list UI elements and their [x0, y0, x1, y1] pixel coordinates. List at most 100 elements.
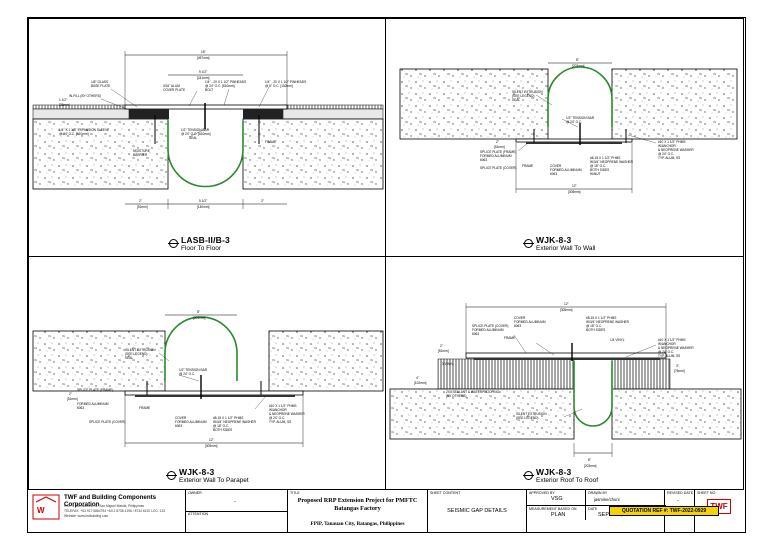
detail-panel-floor-to-floor: 18" [457mm] 9 1/2" [241mm] 2" [51mm] 5 1… — [28, 18, 386, 257]
note-text: W/3/4" NEOPRENE WASHER — [586, 320, 630, 324]
note-text: FORMED ALUMINUM — [514, 320, 546, 324]
note-text: 6063 — [77, 406, 84, 410]
note-text: 1/2" TENSION BAR — [566, 116, 595, 120]
approved-label: APPROVED BY — [529, 491, 555, 495]
note-text: (SEE LEGEND) — [512, 94, 535, 98]
sheet-content-value: SEISMIC GAP DETAILS — [447, 508, 507, 514]
note-text: COVER — [175, 416, 187, 420]
dim-text: 2" — [69, 392, 72, 396]
note-text: FORMED ALUMINUM — [77, 402, 109, 406]
note-text: (BY OTHERS) — [446, 394, 467, 398]
note-text: @ 24" O.C. — [566, 120, 582, 124]
note-text: FRAME — [522, 164, 533, 168]
note-text: COVER PLATE — [163, 88, 185, 92]
note-text: 1/8" GLASS — [91, 80, 108, 84]
note-text: 1/2" TENSION BAR — [179, 368, 208, 372]
detail-panel-wall-to-parapet: 8" [203mm] 2" [51mm] 12" [305mm] SILENT … — [28, 256, 386, 490]
dim-text: [305mm] — [560, 308, 573, 312]
detail-drawing-wall-to-parapet: 8" [203mm] 2" [51mm] 12" [305mm] SILENT … — [32, 310, 384, 448]
dim-text: 18" — [201, 50, 206, 54]
dim-text: [203mm] — [572, 64, 585, 68]
note-text: 1/4" X 1 1/8" EXPANSION SLEEVE — [59, 128, 109, 132]
note-text: @ 24" O.C. [610mm] — [59, 132, 89, 136]
note-text: COVER — [550, 164, 562, 168]
owner-cell: OWNER - ATTENTION — [185, 490, 287, 533]
note-text: SILENT EXTRUSION — [512, 90, 543, 94]
drawn-label: DRAWN BY — [588, 491, 608, 495]
dim-text: 1 1/2" — [59, 98, 67, 102]
note-text: 1/4 VINYL — [610, 338, 625, 342]
approved-value: VSG — [551, 496, 563, 502]
detail-title: WJK-8-3 Exterior Wall To Parapet — [166, 467, 249, 484]
dim-text: 8" — [576, 58, 579, 62]
note-text: 3 VINYL — [442, 362, 454, 366]
dim-text: 12" — [209, 438, 214, 442]
svg-text:W: W — [37, 506, 45, 515]
note-text: FORMED ALUMINUM — [175, 420, 207, 424]
drawn-value: jasmine/chuni — [594, 497, 620, 502]
note-text: #8-15 X 1 1/2" PHMS — [586, 316, 616, 320]
note-text: BOTH SIDES — [590, 168, 609, 172]
company-website: Website: www.twfbuilding.com — [64, 514, 109, 518]
note-text: @ 18" O.C. — [213, 424, 229, 428]
note-text: (SEE LEGEND) — [516, 416, 539, 420]
note-text: @ 24" O.C. [610mm] — [205, 84, 235, 88]
note-text: FRAME — [139, 406, 150, 410]
dim-text: 5 1/2" — [199, 199, 207, 203]
section-marker-icon — [523, 471, 534, 480]
dim-text: 9 1/2" — [199, 70, 207, 74]
note-text: SPLICE PLATE (FRAME) — [480, 150, 516, 154]
quotation-reference: QUOTATION REF #: TWF-2022-0929 — [609, 506, 719, 516]
dim-text: 8" — [197, 310, 200, 314]
dim-text: 12" — [564, 302, 569, 306]
note-text: @ 6" O.C. [152mm] — [265, 84, 293, 88]
note-text: 6063 — [480, 158, 487, 162]
note-text: 1/4" - 20 X 1 1/2" PINHEADS — [205, 80, 246, 84]
detail-subtitle: Exterior Roof To Roof — [536, 477, 599, 484]
dim-text: [305mm] — [205, 444, 218, 448]
note-text: @ 18" O.C. — [590, 164, 606, 168]
note-text: W/3/4" NEOPRENE WASHER — [590, 160, 634, 164]
note-text: BARRIER — [133, 153, 148, 157]
note-text: W/ANCHOR — [269, 408, 287, 412]
note-text: 3/16" ALUM — [163, 84, 180, 88]
dim-text: [51mm] — [137, 205, 148, 209]
dim-text: 4" — [416, 376, 419, 380]
note-text: SEAL — [512, 98, 520, 102]
note-text: W/ANCHOR — [658, 144, 676, 148]
note-text: SPLICE PLATE (COVER) — [89, 420, 125, 424]
date-label: DATE — [588, 507, 598, 511]
company-address: RGH 4 Buencamino St. San Miguel Manila, … — [64, 504, 145, 508]
note-text: COVER — [514, 316, 526, 320]
measurement-label: MEASUREMENT BASED ON — [529, 507, 577, 511]
dim-text: [203mm] — [584, 464, 597, 468]
detail-subtitle: Exterior Wall To Wall — [536, 245, 596, 252]
detail-panel-wall-to-wall: 8" [203mm] 2" [51mm] 12" [305mm] SILENT … — [385, 18, 744, 257]
project-name: Proposed RRP Extension Project for PMFTC… — [297, 497, 418, 512]
note-text: #10 X 1 1/2" PHMS — [658, 140, 686, 144]
dim-text: 8" — [588, 458, 591, 462]
dim-text: 12" — [572, 184, 577, 188]
sheet-content-cell: SHEET CONTENT SEISMIC GAP DETAILS — [427, 490, 526, 533]
note-text: W/ANCHOR — [658, 342, 676, 346]
measurement-value: PLAN — [551, 512, 566, 518]
title-label: TITLE — [290, 491, 300, 495]
dim-text: [38mm] — [59, 103, 70, 107]
detail-drawing-floor-to-floor: 18" [457mm] 9 1/2" [241mm] 2" [51mm] 5 1… — [32, 50, 384, 209]
section-marker-icon — [523, 239, 534, 248]
note-text: SPLICE PLATE (COVER) — [472, 324, 508, 328]
note-text: TYP. ALUM, SS — [269, 420, 291, 424]
detail-drawing-roof-to-roof: 12" [305mm] 2" [51mm] 4" [102mm] 3" [76m… — [389, 302, 742, 468]
note-text: 6063 — [550, 172, 557, 176]
company-cell: W TWF and Building Components Corporatio… — [28, 490, 185, 533]
dim-text: 2" — [139, 199, 142, 203]
dim-text: 2" — [496, 140, 499, 144]
note-text: @ 24" O.C. [610mm] — [181, 132, 211, 136]
project-cell: TITLE Proposed RRP Extension Project for… — [287, 490, 427, 533]
project-location: FPIP, Tanauan City, Batangas, Philippine… — [310, 521, 405, 527]
note-text: @ 24" O.C. — [658, 350, 674, 354]
dim-text: [51mm] — [67, 397, 78, 401]
note-text: #8-15 X 1 1/2" PHMS — [590, 156, 620, 160]
note-text: W/3/4" NEOPRENE WASHER — [213, 420, 257, 424]
note-text: & NEOPRENE WASHER — [269, 412, 305, 416]
